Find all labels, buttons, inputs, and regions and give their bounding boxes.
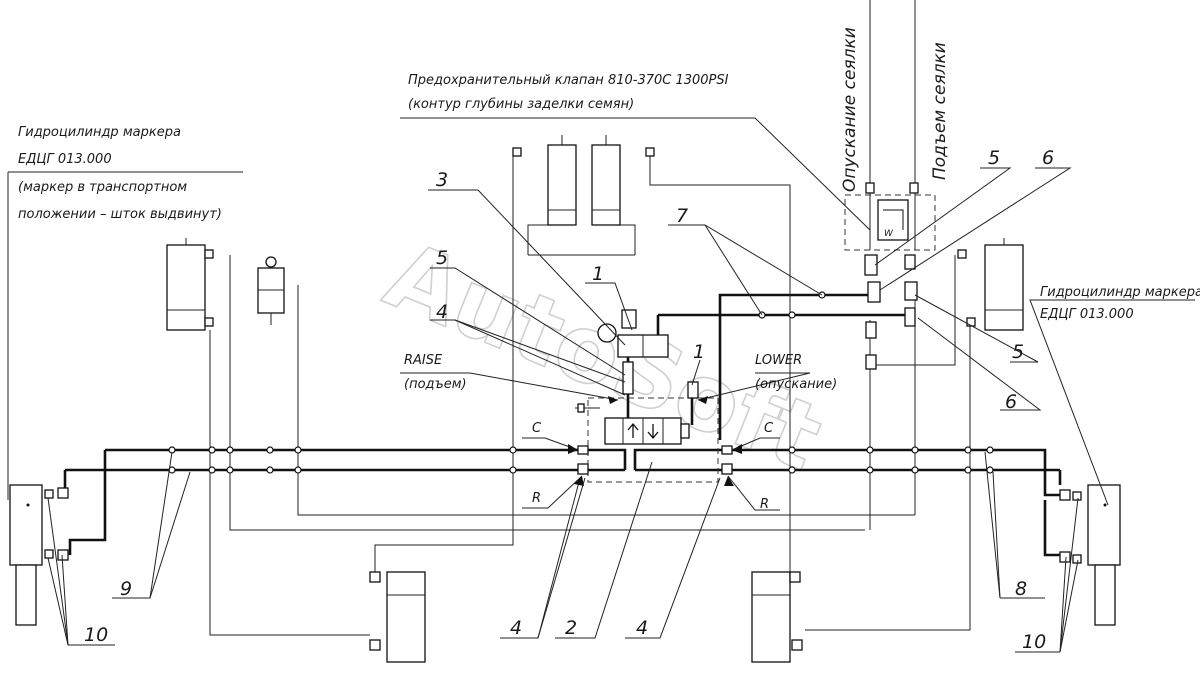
callout-5-top: 5 bbox=[988, 147, 1000, 169]
cylinder-small-left bbox=[257, 256, 285, 325]
seeder-lower-label: Опускание сеялки bbox=[840, 27, 860, 192]
cylinder-right-upper bbox=[957, 238, 1024, 331]
cylinder-bottom-left bbox=[369, 571, 426, 663]
callout-2: 2 bbox=[565, 617, 577, 639]
cylinder-left-upper bbox=[166, 238, 214, 331]
leader-lines bbox=[7, 117, 1195, 653]
callout-3: 3 bbox=[436, 169, 448, 191]
port-c-right: C bbox=[764, 421, 774, 436]
port-r-right: R bbox=[760, 497, 769, 512]
marker-cylinder-right bbox=[1059, 484, 1121, 626]
callout-4-bottom-right: 4 bbox=[636, 617, 648, 639]
callout-10-right: 10 bbox=[1022, 631, 1046, 653]
valve-block-outline bbox=[587, 397, 719, 483]
cylinder-bottom-right bbox=[751, 571, 803, 663]
marker-cylinder-left bbox=[9, 484, 69, 626]
raise-label: RAISE bbox=[404, 353, 443, 368]
relief-valve-outline bbox=[844, 194, 936, 251]
port-c-left: C bbox=[532, 421, 542, 436]
flow-arrows bbox=[568, 396, 742, 486]
callout-7: 7 bbox=[676, 205, 688, 227]
tee-fittings bbox=[577, 254, 918, 475]
relief-valve: W bbox=[865, 182, 919, 241]
svg-text:W: W bbox=[884, 229, 894, 239]
thin-lines bbox=[209, 0, 971, 636]
callout-4-bottom-left: 4 bbox=[510, 617, 522, 639]
callout-6-top: 6 bbox=[1042, 147, 1054, 169]
callout-5-right: 5 bbox=[1012, 341, 1024, 363]
marker-left-note1: (маркер в транспортном bbox=[18, 180, 187, 195]
seeder-raise-label: Подъем сеялки bbox=[930, 42, 950, 180]
port-r-left: R bbox=[532, 491, 541, 506]
raise-ru-label: (подъем) bbox=[404, 377, 467, 392]
callout-9: 9 bbox=[120, 578, 132, 600]
marker-right-code: ЕДЦГ 013.000 bbox=[1040, 307, 1134, 322]
callout-numbers: 1 1 2 3 4 4 4 5 5 5 6 6 7 8 9 10 10 bbox=[84, 147, 1054, 653]
relief-valve-title: Предохранительный клапан 810-370С 1300PS… bbox=[408, 73, 729, 88]
callout-5-left: 5 bbox=[436, 247, 448, 269]
callout-8: 8 bbox=[1015, 578, 1027, 600]
marker-left-title: Гидроцилиндр маркера bbox=[18, 125, 181, 140]
marker-left-note2: положении – шток выдвинут) bbox=[18, 207, 222, 222]
callout-4-left: 4 bbox=[436, 301, 448, 323]
relief-valve-note: (контур глубины заделки семян) bbox=[408, 97, 634, 112]
callout-1-mid: 1 bbox=[693, 341, 705, 363]
callout-6-right: 6 bbox=[1005, 391, 1017, 413]
pilot-valve bbox=[597, 309, 669, 395]
marker-right-title: Гидроцилиндр маркера bbox=[1040, 285, 1200, 300]
lower-label: LOWER bbox=[755, 353, 802, 368]
cylinder-top-right bbox=[591, 135, 655, 226]
callout-10-left: 10 bbox=[84, 624, 108, 646]
callout-1-top: 1 bbox=[592, 263, 604, 285]
text-labels: Гидроцилиндр маркера ЕДЦГ 013.000 (марке… bbox=[18, 27, 1200, 512]
lower-ru-label: (опускание) bbox=[755, 377, 837, 392]
cylinder-top-left bbox=[512, 135, 577, 226]
directional-valve bbox=[575, 403, 690, 445]
marker-left-code: ЕДЦГ 013.000 bbox=[18, 152, 112, 167]
